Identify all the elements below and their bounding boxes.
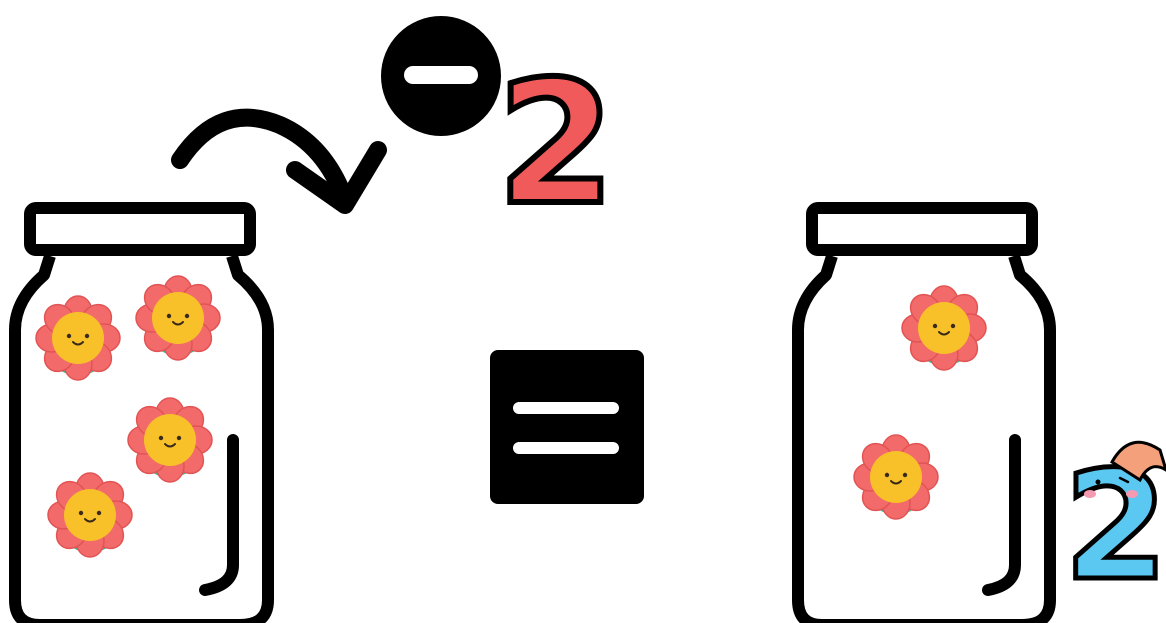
left-jar-shine bbox=[205, 440, 233, 590]
cute-number-two-icon: 2 bbox=[1064, 440, 1166, 614]
left-jar bbox=[15, 208, 268, 623]
flower-icon bbox=[48, 473, 132, 557]
right-jar-shine bbox=[988, 440, 1015, 590]
curved-arrow-icon bbox=[180, 118, 378, 205]
flower-icon bbox=[902, 286, 986, 370]
equals-square-icon bbox=[490, 350, 644, 504]
flower-icon bbox=[854, 435, 938, 519]
right-jar bbox=[798, 208, 1050, 623]
flower-icon bbox=[36, 296, 120, 380]
minus-circle-icon bbox=[381, 16, 501, 136]
left-jar-lid bbox=[30, 208, 250, 250]
right-jar-lid bbox=[812, 208, 1032, 250]
flower-icon bbox=[128, 398, 212, 482]
flower-icon bbox=[136, 276, 220, 360]
subtract-number: 2 bbox=[497, 45, 615, 243]
